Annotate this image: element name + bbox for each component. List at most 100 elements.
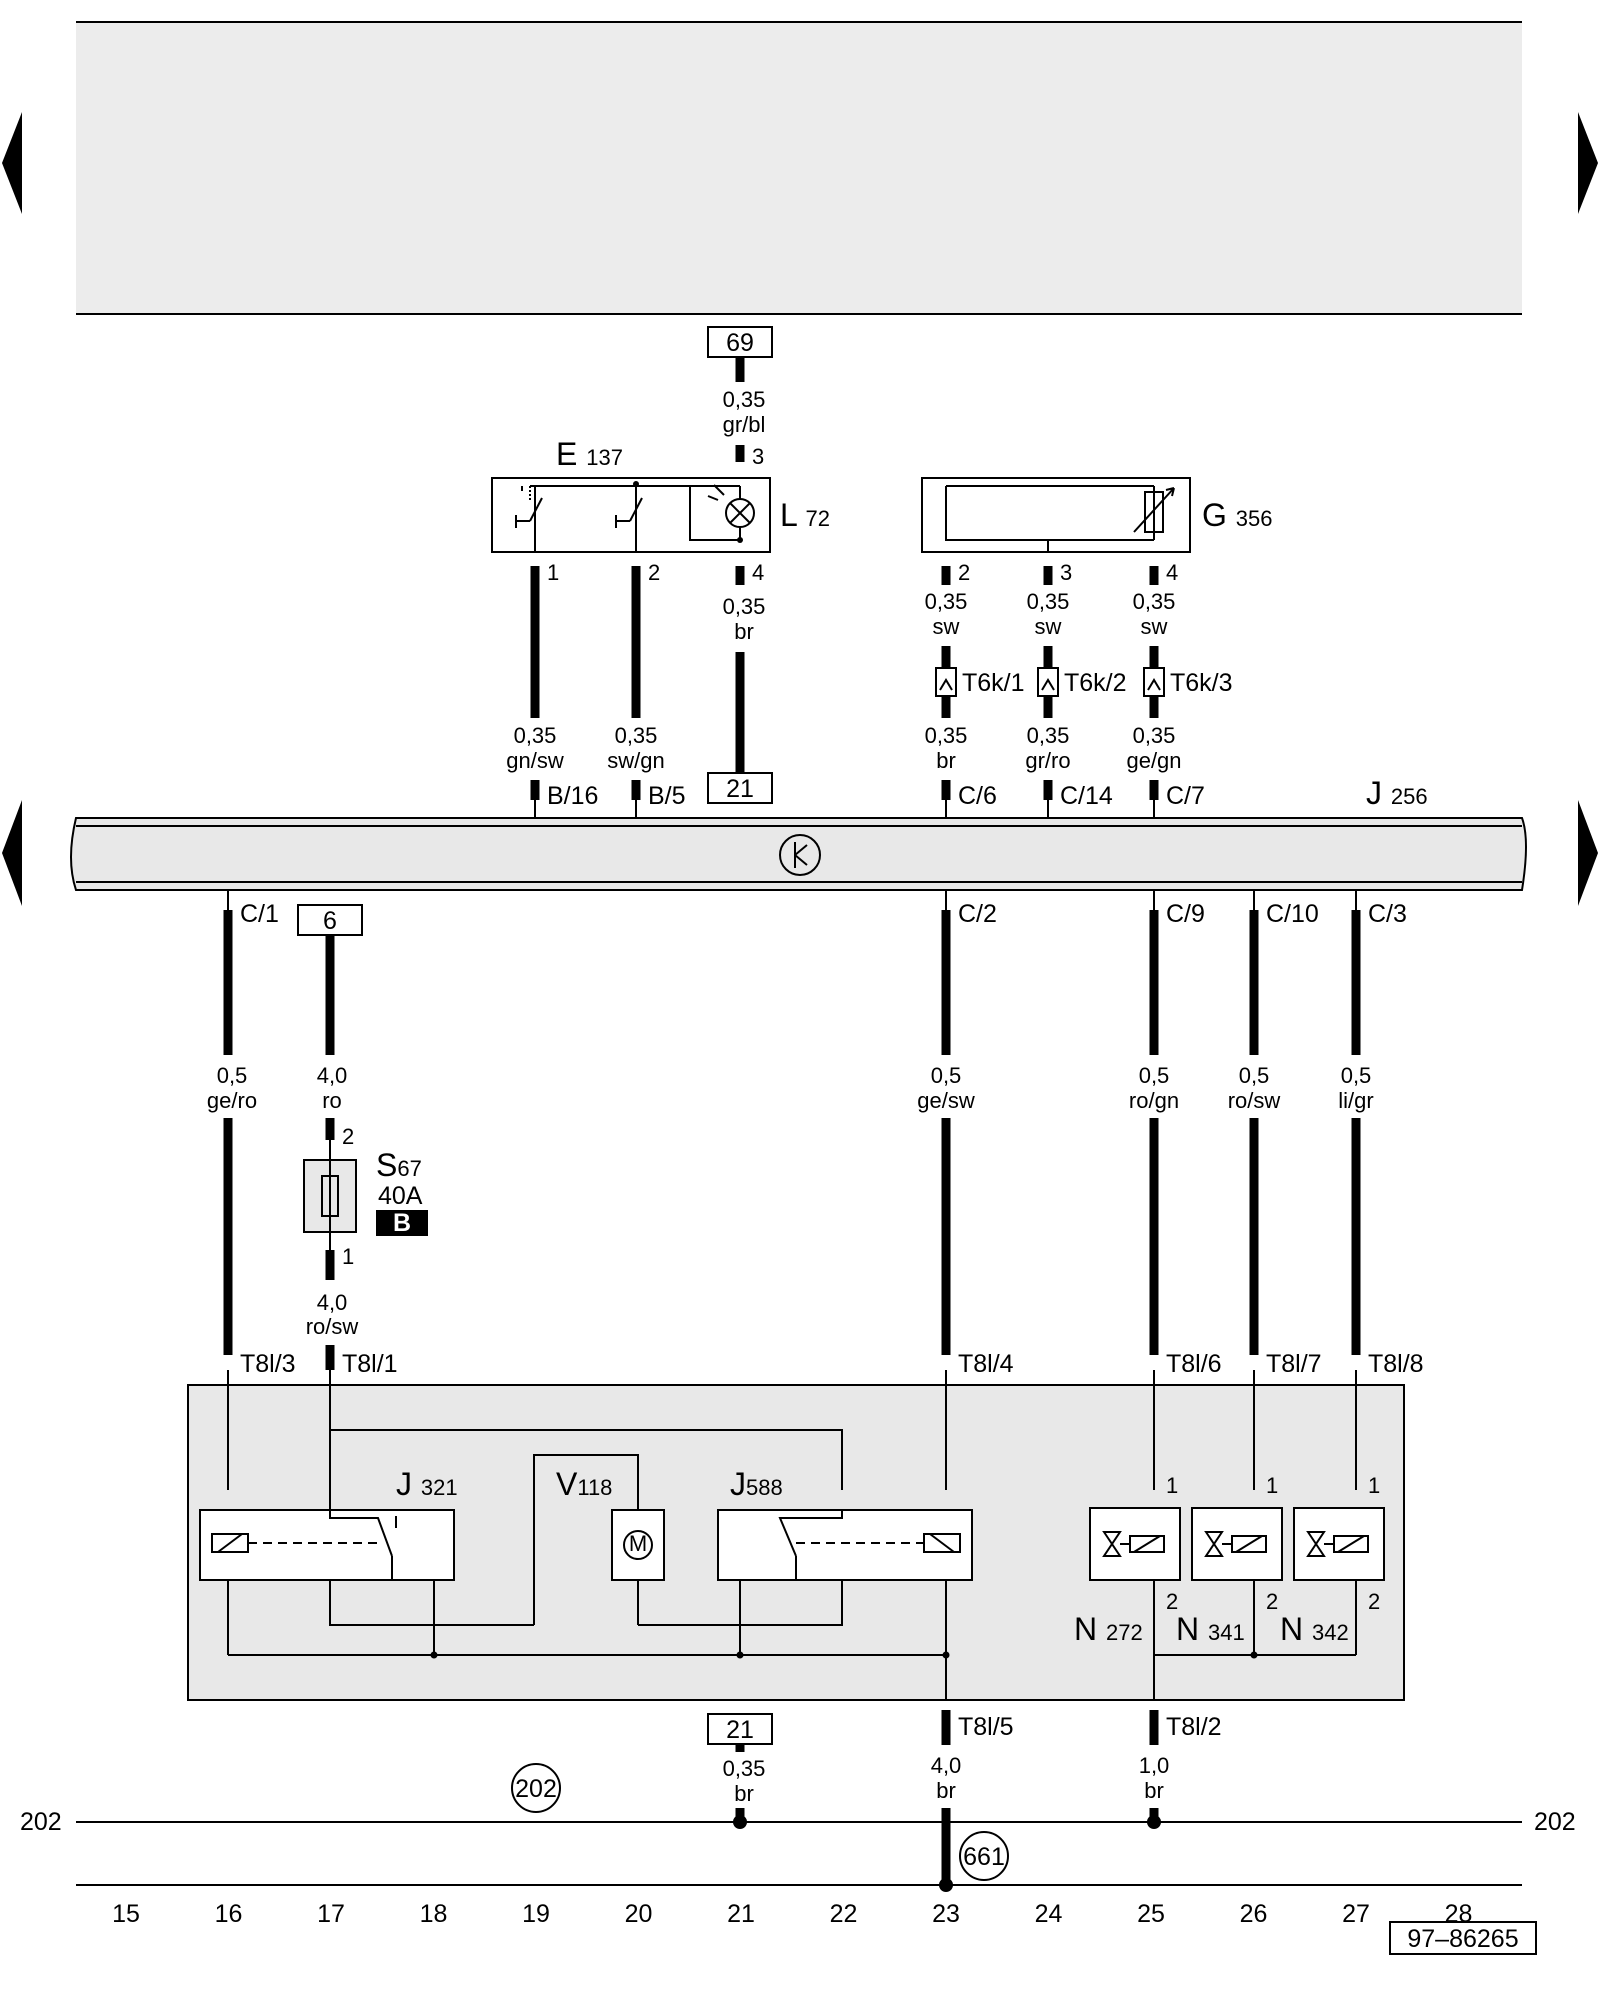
n272-id: N 272 [1074, 1611, 1143, 1647]
wire-label: li/gr [1338, 1088, 1373, 1113]
pin-label: 2 [648, 560, 660, 585]
t6k1-connector [935, 667, 957, 697]
wire-label: ro/sw [306, 1314, 359, 1339]
scale-number: 17 [317, 1900, 345, 1928]
n272-valve [1089, 1507, 1181, 1581]
wire-label: 0,35 [723, 594, 766, 619]
connector-label: T8l/6 [1166, 1350, 1222, 1378]
wire-label: 0,5 [1139, 1063, 1170, 1088]
v118-id: V118 [556, 1466, 612, 1502]
ref-box-21-top [707, 772, 773, 804]
wire-label: 4,0 [317, 1290, 348, 1315]
wire-label: 0,35 [615, 723, 658, 748]
pin-label: 2 [958, 560, 970, 585]
wire-label: br [734, 619, 754, 644]
ref-6-label: 6 [323, 907, 337, 935]
wire-label: 0,35 [723, 1756, 766, 1781]
wire-label: ro [322, 1088, 342, 1113]
wire-label: sw [1035, 614, 1062, 639]
j588-id: J588 [730, 1466, 783, 1502]
scale-number: 21 [727, 1900, 755, 1928]
s67-rating: 40A [378, 1182, 423, 1210]
scale-number: 24 [1035, 1900, 1063, 1928]
connector-label: B/16 [547, 782, 598, 810]
connector-label: T8l/2 [1166, 1713, 1222, 1741]
n341-id: N 341 [1176, 1611, 1245, 1647]
scale-number: 25 [1137, 1900, 1165, 1928]
pin-label: 1 [1368, 1473, 1380, 1498]
wire-label: 0,5 [217, 1063, 248, 1088]
wire-label: 0,5 [931, 1063, 962, 1088]
wire-label: 0,35 [1133, 589, 1176, 614]
connector-label: C/3 [1368, 900, 1407, 928]
wire-label: 0,5 [1341, 1063, 1372, 1088]
connector-label: C/7 [1166, 782, 1205, 810]
wire-label: gr/ro [1025, 748, 1070, 773]
connector-label: C/14 [1060, 782, 1113, 810]
g356-id: G 356 [1202, 497, 1273, 533]
motor-symbol: M [629, 1531, 647, 1556]
wire-label: 0,35 [723, 387, 766, 412]
scale-number: 15 [112, 1900, 140, 1928]
footer-code-box [1389, 1921, 1537, 1955]
wire-label: gn/sw [506, 748, 564, 773]
connector-label: C/2 [958, 900, 997, 928]
connector-label: T6k/1 [962, 669, 1025, 697]
wire-label: br [1144, 1778, 1164, 1803]
t6k2-connector [1037, 667, 1059, 697]
ref-69-label: 69 [726, 329, 754, 357]
pin-label: 2 [1266, 1589, 1278, 1614]
prev-page-arrow-icon[interactable] [2, 112, 22, 214]
pin-label: 1 [1266, 1473, 1278, 1498]
next-page-arrow-icon[interactable] [1578, 112, 1598, 214]
j321-relay [199, 1509, 455, 1581]
wire-label: 0,35 [1133, 723, 1176, 748]
wire-label: 4,0 [931, 1753, 962, 1778]
pin-label: 3 [1060, 560, 1072, 585]
wire-label: 0,35 [925, 723, 968, 748]
pin-label: 2 [1166, 1589, 1178, 1614]
wire-label: 0,35 [1027, 723, 1070, 748]
wire-label: 0,35 [925, 589, 968, 614]
pin-label: 1 [547, 560, 559, 585]
prev-arrow-lower-icon[interactable] [2, 800, 22, 906]
connector-label: B/5 [648, 782, 686, 810]
scale-number: 20 [625, 1900, 653, 1928]
connector-label: C/10 [1266, 900, 1319, 928]
wire-label: ge/sw [917, 1088, 975, 1113]
wire-label: sw [933, 614, 960, 639]
ground-point-661-label: 661 [963, 1843, 1005, 1871]
pin-label: 1 [342, 1244, 354, 1269]
j256-id: J 256 [1366, 775, 1428, 811]
connector-label: T8l/8 [1368, 1350, 1424, 1378]
n342-valve [1293, 1507, 1385, 1581]
pin-label: 2 [342, 1124, 354, 1149]
s67-id: S67 [376, 1147, 422, 1183]
pin-label: 1 [1166, 1473, 1178, 1498]
pin-label: 3 [752, 444, 764, 469]
wire-label: br [936, 748, 956, 773]
wire-label: 0,5 [1239, 1063, 1270, 1088]
ref-21-bottom-label: 21 [726, 1716, 754, 1744]
wire-label: sw [1141, 614, 1168, 639]
j256-control-unit [70, 817, 1527, 891]
ref-21-label: 21 [726, 775, 754, 803]
wire-label: br [734, 1781, 754, 1806]
ground-label-left: 202 [20, 1808, 62, 1836]
j588-relay [717, 1509, 973, 1581]
t6k3-connector [1143, 667, 1165, 697]
wire-label: 0,35 [1027, 589, 1070, 614]
connector-label: T8l/4 [958, 1350, 1014, 1378]
n341-valve [1191, 1507, 1283, 1581]
j321-id: J 321 [396, 1466, 458, 1502]
motor-icon [623, 1530, 653, 1560]
next-arrow-lower-icon[interactable] [1578, 800, 1598, 906]
footer-code: 97–86265 [1407, 1925, 1518, 1953]
v118-motor [611, 1509, 665, 1581]
s67-badge [376, 1210, 428, 1236]
ground-label-right: 202 [1534, 1808, 1576, 1836]
wire-label: gr/bl [723, 412, 766, 437]
wire-label: ge/gn [1126, 748, 1181, 773]
